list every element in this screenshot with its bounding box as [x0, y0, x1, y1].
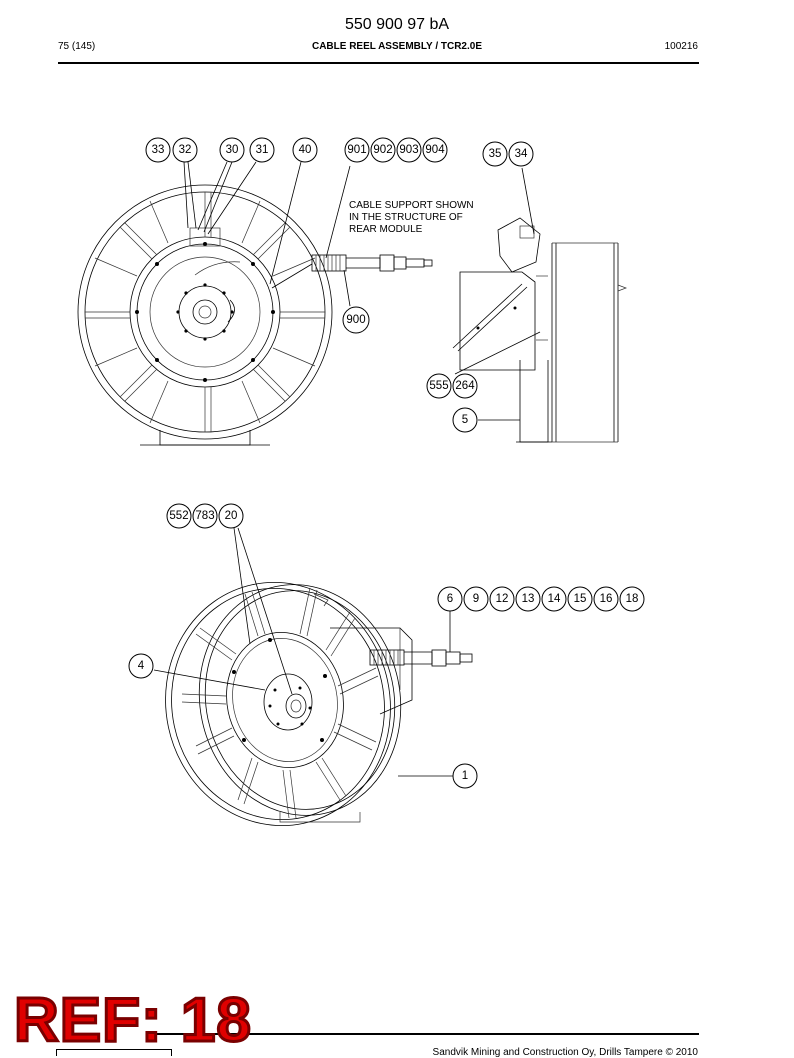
callout-34: 34: [508, 141, 534, 167]
svg-text:20: 20: [225, 510, 238, 522]
callout-35: 35: [482, 141, 508, 167]
callout-901: 901: [344, 137, 370, 163]
svg-text:4: 4: [138, 660, 145, 672]
callout-33: 33: [145, 137, 171, 163]
svg-text:31: 31: [256, 144, 269, 156]
leader-lines-bottom: [153, 527, 453, 777]
svg-text:14: 14: [548, 593, 561, 605]
svg-text:33: 33: [152, 144, 165, 156]
svg-text:904: 904: [425, 144, 445, 156]
callout-6: 6: [437, 586, 463, 612]
svg-text:12: 12: [496, 593, 509, 605]
callout-12: 12: [489, 586, 515, 612]
page-number: 75 (145): [58, 41, 96, 52]
svg-text:13: 13: [522, 593, 535, 605]
svg-text:16: 16: [600, 593, 613, 605]
svg-text:902: 902: [373, 144, 392, 156]
page-title: CABLE REEL ASSEMBLY / TCR2.0E: [311, 41, 483, 52]
document-number: 550 900 97 bA: [344, 16, 450, 33]
svg-text:5: 5: [462, 414, 468, 426]
svg-text:9: 9: [473, 593, 479, 605]
svg-text:555: 555: [429, 380, 448, 392]
svg-text:903: 903: [399, 144, 418, 156]
leader-lines-top: [183, 161, 541, 421]
callout-15: 15: [567, 586, 593, 612]
callout-904: 904: [422, 137, 448, 163]
svg-text:34: 34: [515, 148, 528, 160]
header-rule: [58, 62, 699, 64]
svg-text:40: 40: [299, 144, 312, 156]
cable-note-line-3: REAR MODULE: [349, 224, 423, 235]
callout-32: 32: [172, 137, 198, 163]
svg-text:35: 35: [489, 148, 502, 160]
svg-text:6: 6: [447, 593, 453, 605]
callout-31: 31: [249, 137, 275, 163]
callout-18: 18: [619, 586, 645, 612]
callout-4: 4: [128, 653, 154, 679]
svg-text:18: 18: [626, 593, 639, 605]
callout-16: 16: [593, 586, 619, 612]
document-code: 100216: [664, 41, 698, 52]
svg-text:900: 900: [346, 314, 365, 326]
callout-902: 902: [370, 137, 396, 163]
callout-783: 783: [192, 503, 218, 529]
callout-14: 14: [541, 586, 567, 612]
reel-front-view-top: [77, 184, 433, 446]
callout-555: 555: [426, 373, 452, 399]
svg-text:30: 30: [226, 144, 239, 156]
reel-isometric-view: [165, 582, 473, 826]
svg-text:15: 15: [574, 593, 587, 605]
callout-13: 13: [515, 586, 541, 612]
svg-text:264: 264: [455, 380, 475, 392]
footer-rule: [150, 1033, 699, 1035]
ref-stamp: REF: 18: [13, 985, 253, 1057]
cable-note-line-2: IN THE STRUCTURE OF: [349, 212, 463, 223]
callout-30: 30: [219, 137, 245, 163]
callout-552: 552: [166, 503, 192, 529]
callout-20: 20: [218, 503, 244, 529]
svg-text:552: 552: [169, 510, 188, 522]
callout-1: 1: [452, 763, 478, 789]
callout-900: 900: [342, 306, 370, 334]
callout-9: 9: [463, 586, 489, 612]
callout-264: 264: [452, 373, 478, 399]
svg-text:901: 901: [347, 144, 366, 156]
callout-903: 903: [396, 137, 422, 163]
svg-text:783: 783: [195, 510, 214, 522]
cable-note-line-1: CABLE SUPPORT SHOWN: [349, 200, 474, 211]
reel-side-view-top: [452, 217, 627, 443]
svg-text:32: 32: [179, 144, 192, 156]
callout-40: 40: [292, 137, 318, 163]
callout-5: 5: [452, 407, 478, 433]
svg-text:1: 1: [462, 770, 468, 782]
